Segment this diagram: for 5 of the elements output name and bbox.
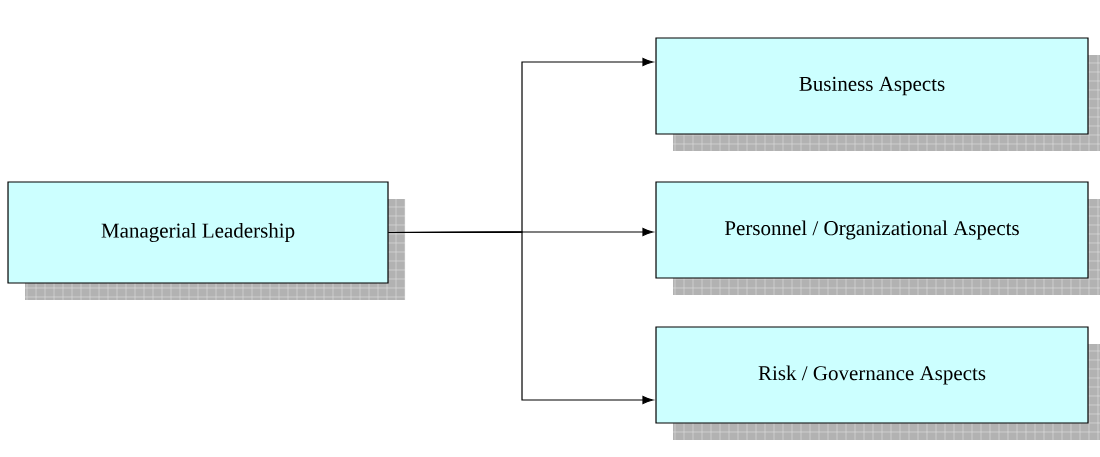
arrow <box>388 231 654 405</box>
process-box: Business Aspects <box>655 37 1089 135</box>
process-box: Personnel / Organizational Aspects <box>655 181 1089 279</box>
process-box: Managerial Leadership <box>7 181 389 284</box>
process-box: Risk / Governance Aspects <box>655 326 1089 424</box>
